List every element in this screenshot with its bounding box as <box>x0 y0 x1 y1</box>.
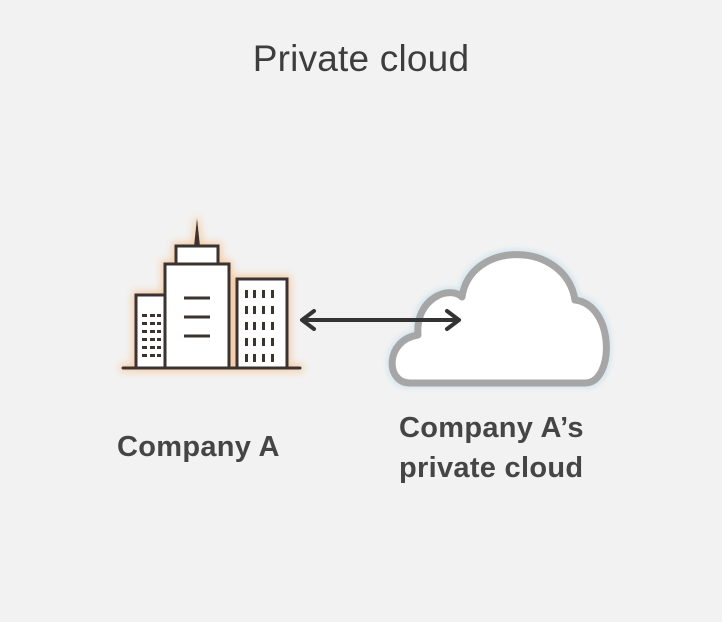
cloud-label-line2: private cloud <box>399 452 584 484</box>
office-buildings-icon <box>121 218 302 370</box>
company-label: Company A <box>117 431 280 463</box>
cloud-label: Company A’s private cloud <box>399 408 584 488</box>
cloud-label-line1: Company A’s <box>399 412 584 444</box>
cloud-icon <box>388 251 610 387</box>
bidirectional-arrow <box>300 309 461 331</box>
diagram-title: Private cloud <box>252 38 470 79</box>
